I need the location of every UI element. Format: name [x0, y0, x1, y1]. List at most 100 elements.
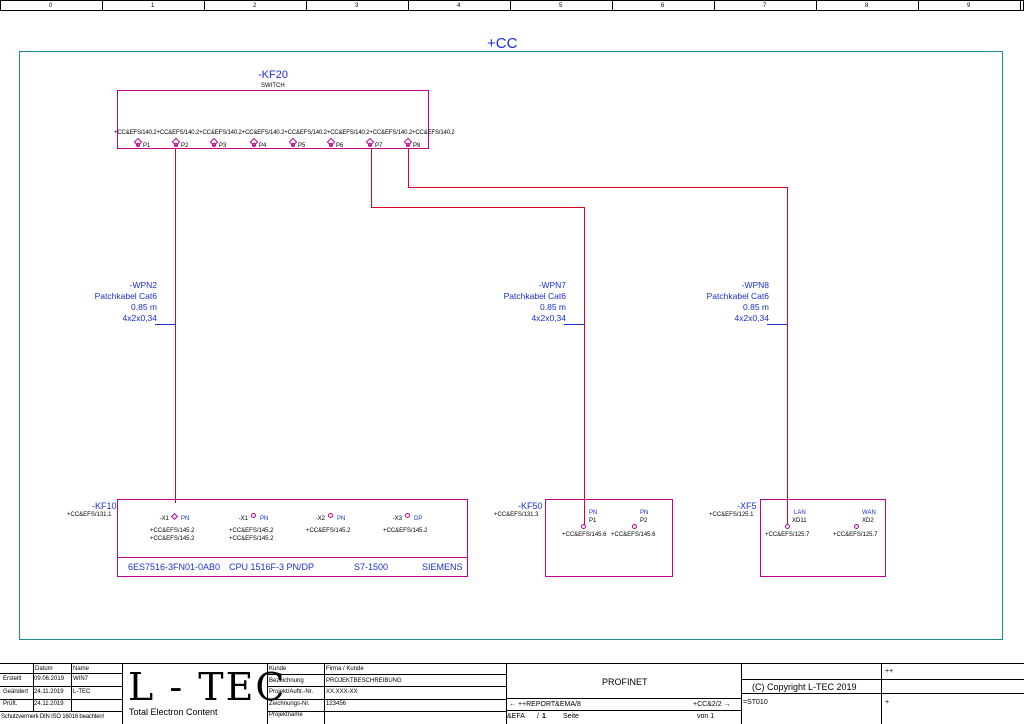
- kf10-box[interactable]: [117, 499, 468, 577]
- cable-name[interactable]: -WPN8: [741, 280, 769, 290]
- cable-name[interactable]: -WPN2: [129, 280, 157, 290]
- tb-field-line: [267, 699, 506, 700]
- xf5-ref: +CC&EFS/125.1: [709, 512, 754, 518]
- tb-norm: Schutzvermerk DIN ISO 16016 beachten!: [1, 714, 104, 720]
- tb-field-label: Zeichnungs-Nr.: [269, 700, 310, 707]
- tb-cell-line: [741, 679, 881, 680]
- tb-row-line: [0, 686, 122, 687]
- tb-row-date: 09.06.2019: [34, 676, 65, 682]
- tb-row-label: Prüft.: [3, 701, 18, 707]
- xf5-port-label: LAN: [794, 510, 806, 516]
- cable-spec: 4x2x0,34: [734, 313, 770, 323]
- ruler-col-label: 4: [457, 3, 461, 9]
- cable-name[interactable]: -WPN7: [538, 280, 566, 290]
- cable-type: Patchkabel Cat6: [706, 291, 769, 301]
- xf5-port-id: XD11: [792, 518, 807, 524]
- kf10-port-pin: DP: [414, 516, 423, 522]
- kf10-port-pin: PN: [337, 516, 346, 522]
- kf10-order-no: 6ES7516-3FN01-0AB0: [128, 562, 221, 572]
- xf5-box[interactable]: [760, 499, 886, 577]
- ruler-col-label: 6: [661, 3, 665, 9]
- tb-row-date: 24.11.2019: [34, 701, 64, 707]
- tb-row-line: [0, 699, 122, 700]
- tb-row-line: [0, 711, 122, 712]
- wire-p2-kf10[interactable]: [175, 149, 176, 503]
- kf10-ref: +CC&EFS/131.1: [67, 512, 112, 518]
- switch-port-tick: [291, 143, 295, 147]
- kf50-port-connector[interactable]: [632, 524, 637, 529]
- switch-name[interactable]: -KF20: [258, 69, 288, 81]
- kf10-port-ref: +CC&EFS/145.2: [150, 536, 195, 542]
- tb-field-value: PROJEKTBESCHREIBUNG: [326, 677, 402, 684]
- tb-row-date: 24.11.2019: [34, 688, 64, 695]
- title-block: [0, 663, 1024, 724]
- tb-row-line: [0, 673, 122, 674]
- ruler-col-label: 7: [763, 3, 767, 9]
- kf10-port-ref: +CC&EFS/145.2: [306, 528, 351, 534]
- next-page-link[interactable]: +CC&2/2 →: [693, 701, 731, 708]
- xf5-port-connector[interactable]: [854, 524, 859, 529]
- cable-marker: [564, 324, 584, 325]
- switch-box[interactable]: [117, 90, 429, 149]
- xf5-port-ref: +CC&EFS/125.7: [833, 532, 878, 538]
- ruler-col-label: 9: [967, 3, 971, 9]
- kf10-port-connector[interactable]: [328, 513, 333, 518]
- tb-row-label: Geändert: [3, 688, 29, 695]
- tb-header-datum: Datum: [35, 666, 53, 672]
- tb-col-line: [324, 663, 325, 724]
- kf50-port-ref: +CC&EFS/145.6: [611, 532, 656, 538]
- tb-row-name: WIN7: [73, 676, 88, 682]
- ruler-col-label: 3: [355, 3, 359, 9]
- tb-col-line: [33, 663, 34, 711]
- tb-cell-line: [881, 693, 1024, 694]
- switch-refs-row: +CC&EFS/140.2+CC&EFS/140.2+CC&EFS/140.2+…: [114, 130, 455, 136]
- kf50-port-connector[interactable]: [581, 524, 586, 529]
- switch-port-tick: [406, 143, 410, 147]
- kf10-port-ref: +CC&EFS/145.2: [229, 536, 274, 542]
- switch-port-tick: [174, 143, 178, 147]
- ruler-divider: [408, 0, 409, 11]
- kf10-port-connector[interactable]: [405, 513, 410, 518]
- location-frame: [19, 51, 1003, 640]
- tb-field-value: XX.XXX-XX: [326, 689, 358, 695]
- tb-field-label: Projekt/Auftr.-Nr.: [269, 689, 314, 695]
- tb-field-label: Kunde: [269, 666, 287, 672]
- page-ref: &EFA: [507, 713, 525, 720]
- switch-port-tick: [212, 143, 216, 147]
- kf50-box[interactable]: [545, 499, 673, 577]
- wire-p8-down[interactable]: [408, 149, 409, 187]
- xf5-port-label: WAN: [862, 510, 876, 516]
- tb-field-value: Firma / Kunde: [326, 666, 364, 672]
- prev-page-link[interactable]: ← ++REPORT&EMA/8: [509, 701, 581, 708]
- tb-col-line: [506, 663, 507, 724]
- kf50-port-id: P1: [589, 518, 597, 524]
- ruler-col-label: 5: [559, 3, 563, 9]
- kf50-name[interactable]: -KF50: [518, 501, 543, 511]
- xf5-name[interactable]: -XF5: [737, 501, 757, 511]
- kf50-port-label: PN: [589, 510, 598, 516]
- switch-port-tick: [136, 143, 140, 147]
- station-ref: =ST010: [743, 699, 768, 706]
- kf10-name[interactable]: -KF10: [92, 501, 117, 511]
- wire-p7-down[interactable]: [371, 149, 372, 207]
- ruler-divider: [102, 0, 103, 11]
- kf10-port-connector[interactable]: [251, 513, 256, 518]
- tb-field-value: 123456: [326, 700, 347, 707]
- switch-port-label: P4: [259, 143, 267, 149]
- tb-cell-line: [741, 693, 881, 694]
- tb-field-line: [267, 711, 506, 712]
- location-label: +CC: [487, 35, 518, 52]
- tb-col-line: [267, 663, 268, 724]
- kf10-family: S7-1500: [354, 562, 389, 572]
- wire-p7-horizontal[interactable]: [371, 207, 585, 208]
- wire-p7-kf50[interactable]: [584, 207, 585, 527]
- tb-row-label: Erstellt: [3, 676, 22, 682]
- tb-field-line: [267, 674, 506, 675]
- cable-spec: 4x2x0,34: [531, 313, 567, 323]
- wire-p8-xf5[interactable]: [787, 187, 788, 527]
- ruler-col-label: 0: [49, 3, 53, 9]
- wire-p8-horizontal[interactable]: [408, 187, 788, 188]
- xf5-port-connector[interactable]: [785, 524, 790, 529]
- tb-plusplus: ++: [885, 668, 894, 675]
- ruler-col-label: 2: [253, 3, 257, 9]
